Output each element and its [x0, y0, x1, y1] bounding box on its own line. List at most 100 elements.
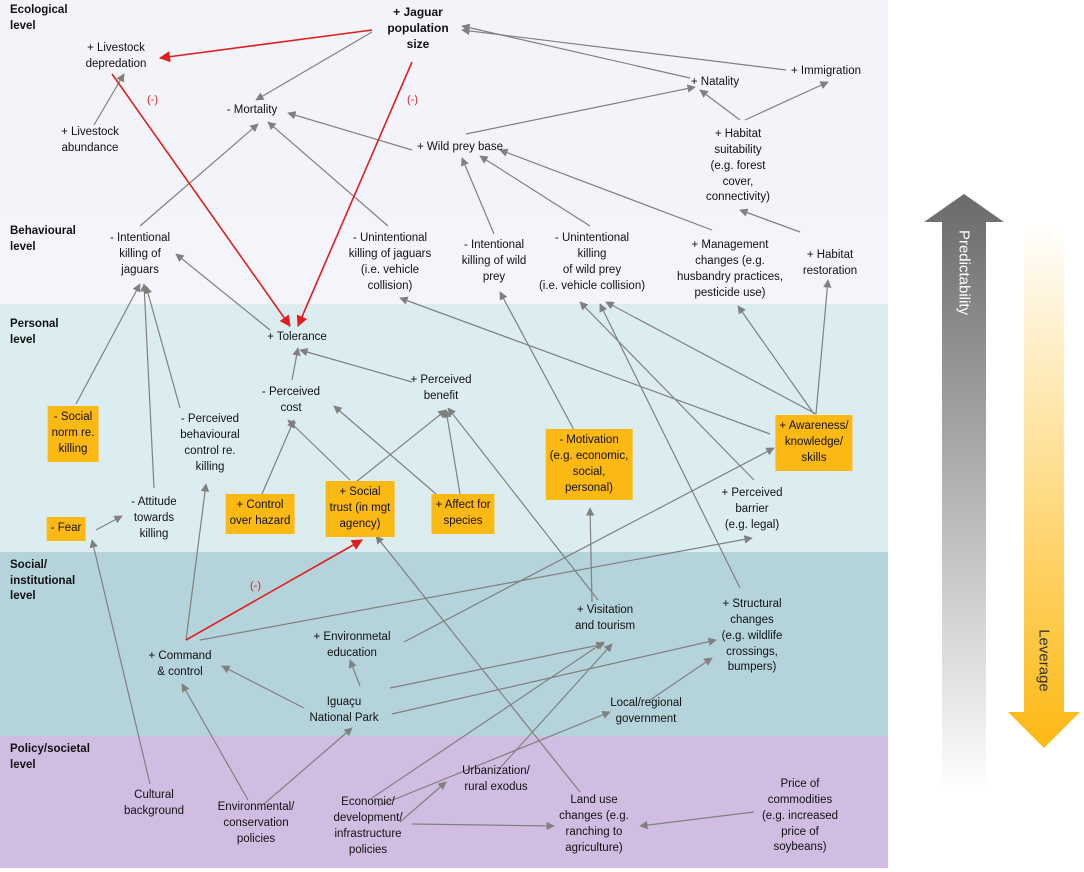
link-motivation-intkillprey — [499, 291, 575, 431]
link-unintkilljag-mortality — [267, 121, 389, 227]
leverage-arrow — [1008, 222, 1080, 748]
behavioural-level-label: Behavioural level — [10, 225, 76, 253]
link-depredation-tolerance-neg — [111, 73, 291, 327]
link-mgmt-wildprey — [499, 148, 713, 231]
node-mortality: - Mortality — [226, 104, 278, 116]
link-tolerance-intkilljag — [175, 253, 271, 331]
link-intkilljag-mortality — [139, 123, 259, 227]
node-control-over-hazard: + Control over hazard — [225, 494, 295, 534]
link-intkillprey-wildprey — [461, 157, 495, 235]
link-structural-unintkillprey — [599, 303, 741, 589]
node-habitat-suitability: + Habitat suitability (e.g. forest cover… — [706, 128, 770, 204]
node-price-of-commodities: Price of commodities (e.g. increased pri… — [761, 778, 839, 854]
node-visitation-tourism: + Visitation and tourism — [574, 604, 636, 632]
link-perbarrier-unintkillprey — [579, 301, 755, 481]
link-jaguar-tolerance-neg — [296, 61, 413, 328]
predictability-arrow — [924, 194, 1004, 790]
link-iguacu-command — [221, 665, 305, 709]
link-visitation-percbenefit — [447, 407, 599, 601]
link-unintkillprey-wildprey — [479, 155, 591, 227]
negative-mark-command: (-) — [250, 580, 261, 592]
link-socialtrust-percbenefit — [355, 409, 447, 483]
node-fear: - Fear — [46, 517, 86, 541]
node-intentional-killing-prey: - Intentional killing of wild prey — [461, 239, 527, 283]
link-habitat-natality — [699, 89, 741, 121]
node-affect-for-species: + Affect for species — [431, 494, 495, 534]
link-iguacu-envedu-up — [348, 659, 361, 687]
policy-level-label: Policy/societal level — [10, 743, 90, 771]
link-awareness-unintkilljag — [399, 296, 771, 435]
node-social-trust: + Social trust (in mgt agency) — [325, 481, 395, 537]
node-intentional-killing-jaguars: - Intentional killing of jaguars — [109, 232, 171, 276]
link-urban-visitation — [499, 643, 613, 769]
personal-level-label: Personal level — [10, 318, 59, 346]
link-affect-percbenefit — [443, 409, 461, 495]
node-jaguar-population: + Jaguar population size — [387, 5, 449, 52]
node-perceived-behavioural-control: - Perceived behavioural control re. kill… — [180, 413, 240, 473]
link-localgov-structural — [649, 657, 713, 701]
link-commodities-landuse — [639, 811, 755, 830]
node-management-changes: + Management changes (e.g. husbandry pra… — [676, 239, 784, 299]
node-iguacu-national-park: Iguaçu National Park — [309, 696, 379, 724]
node-command-control: + Command & control — [148, 650, 212, 678]
link-awareness-mgmt — [737, 305, 815, 415]
ecological-level-label: Ecological level — [10, 4, 68, 32]
node-unintentional-killing-prey: - Unintentional killing of wild prey (i.… — [538, 232, 646, 292]
link-landuse-socialtrust — [375, 535, 581, 793]
link-command-percbehctrl — [185, 483, 210, 641]
node-attitude: - Attitude towards killing — [131, 496, 177, 540]
link-econ-landuse — [411, 821, 555, 831]
policy-level-band — [0, 736, 888, 868]
link-immigration-jaguar — [461, 26, 787, 71]
social-level-band — [0, 552, 888, 736]
link-affect-perccost — [333, 405, 437, 495]
link-command-perbarrier — [199, 535, 753, 641]
node-perceived-cost: - Perceived cost — [261, 386, 321, 414]
node-habitat-restoration: + Habitat restoration — [802, 249, 858, 277]
link-perccost-tolerance — [291, 347, 301, 381]
node-livestock-depredation: + Livestock depredation — [85, 42, 147, 70]
link-envedu-awareness — [403, 447, 775, 643]
negative-mark-jaguar: (-) — [407, 94, 418, 106]
node-urbanization: Urbanization/ rural exodus — [462, 765, 530, 793]
node-local-regional-government: Local/regional government — [610, 697, 682, 725]
link-wildprey-mortality — [287, 111, 413, 151]
node-social-norm: - Social norm re. killing — [47, 406, 99, 462]
node-motivation: - Motivation (e.g. economic, social, per… — [545, 429, 633, 501]
link-awareness-habrest — [815, 279, 832, 415]
node-immigration: + Immigration — [791, 65, 861, 77]
link-habitat-immigration — [744, 81, 829, 121]
link-visitation-motivation — [585, 507, 595, 603]
node-environmental-education: + Environmetal education — [313, 631, 391, 659]
negative-mark-depredation: (-) — [147, 94, 158, 106]
link-fear-attitude — [95, 515, 123, 531]
node-livestock-abundance: + Livestock abundance — [61, 126, 119, 154]
link-cultural-fear — [89, 539, 151, 785]
ecological-level-band — [0, 0, 888, 214]
link-envpol-command — [181, 683, 249, 801]
link-jaguar-depredation-neg — [158, 29, 373, 63]
link-iguacu-structural — [391, 637, 717, 715]
node-environmental-policies: Environmental/ conservation policies — [217, 801, 295, 845]
link-habrest-habitat — [739, 208, 801, 233]
link-econ-visitation — [371, 641, 605, 799]
link-percbenefit-tolerance — [299, 348, 413, 383]
node-structural-changes: + Structural changes (e.g. wildlife cros… — [721, 598, 783, 674]
link-jaguar-mortality — [255, 31, 373, 101]
link-econ-urban — [399, 781, 447, 823]
node-perceived-barrier: + Perceived barrier (e.g. legal) — [721, 487, 783, 531]
link-percbeh-intkilljag — [143, 285, 181, 409]
node-natality: + Natality — [690, 76, 740, 88]
link-envpol-iguacu — [263, 727, 353, 805]
link-command-socialtrust-neg — [185, 539, 363, 641]
link-controlhazard-perccost — [261, 419, 295, 495]
link-attitude-intkilljag — [140, 283, 155, 489]
link-iguacu-envedu — [389, 641, 605, 689]
node-awareness: + Awareness/ knowledge/ skills — [775, 415, 853, 471]
predictability-label: Predictability — [955, 229, 973, 316]
link-socialnorm-intkilljag — [75, 283, 141, 405]
node-cultural-background: Cultural background — [123, 789, 185, 817]
link-econ-localgov — [377, 710, 611, 807]
node-land-use-changes: Land use changes (e.g. ranching to agric… — [559, 794, 629, 854]
